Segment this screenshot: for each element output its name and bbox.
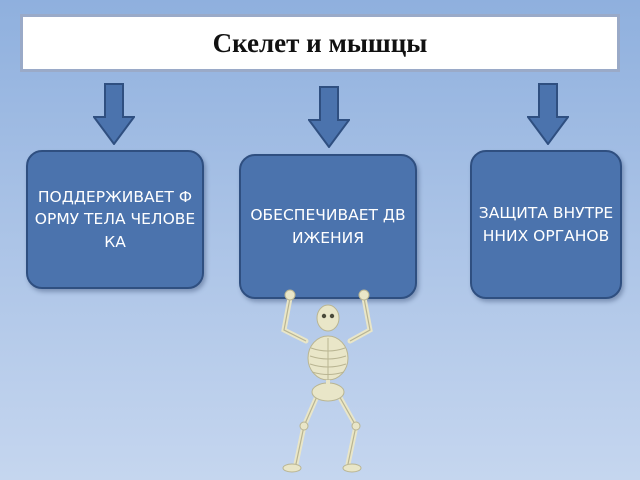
box-label: ОБЕСПЕЧИВАЕТ ДВИЖЕНИЯ [250, 206, 406, 247]
box-protects-organs: ЗАЩИТА ВНУТРЕННИХ ОРГАНОВ [470, 150, 622, 299]
title-box: Скелет и мышцы [20, 14, 620, 72]
skeleton-figure-icon [281, 289, 373, 473]
arrow-down-icon [308, 86, 350, 148]
box-label: ПОДДЕРЖИВАЕТ ФОРМУ ТЕЛА ЧЕЛОВЕКА [34, 187, 196, 251]
arrow-down-icon [527, 83, 569, 145]
page-title: Скелет и мышцы [212, 27, 428, 58]
arrow-down-icon [93, 83, 135, 145]
box-provides-movement: ОБЕСПЕЧИВАЕТ ДВИЖЕНИЯ [239, 154, 417, 299]
box-supports-body-shape: ПОДДЕРЖИВАЕТ ФОРМУ ТЕЛА ЧЕЛОВЕКА [26, 150, 204, 289]
box-label: ЗАЩИТА ВНУТРЕННИХ ОРГАНОВ [478, 204, 614, 245]
